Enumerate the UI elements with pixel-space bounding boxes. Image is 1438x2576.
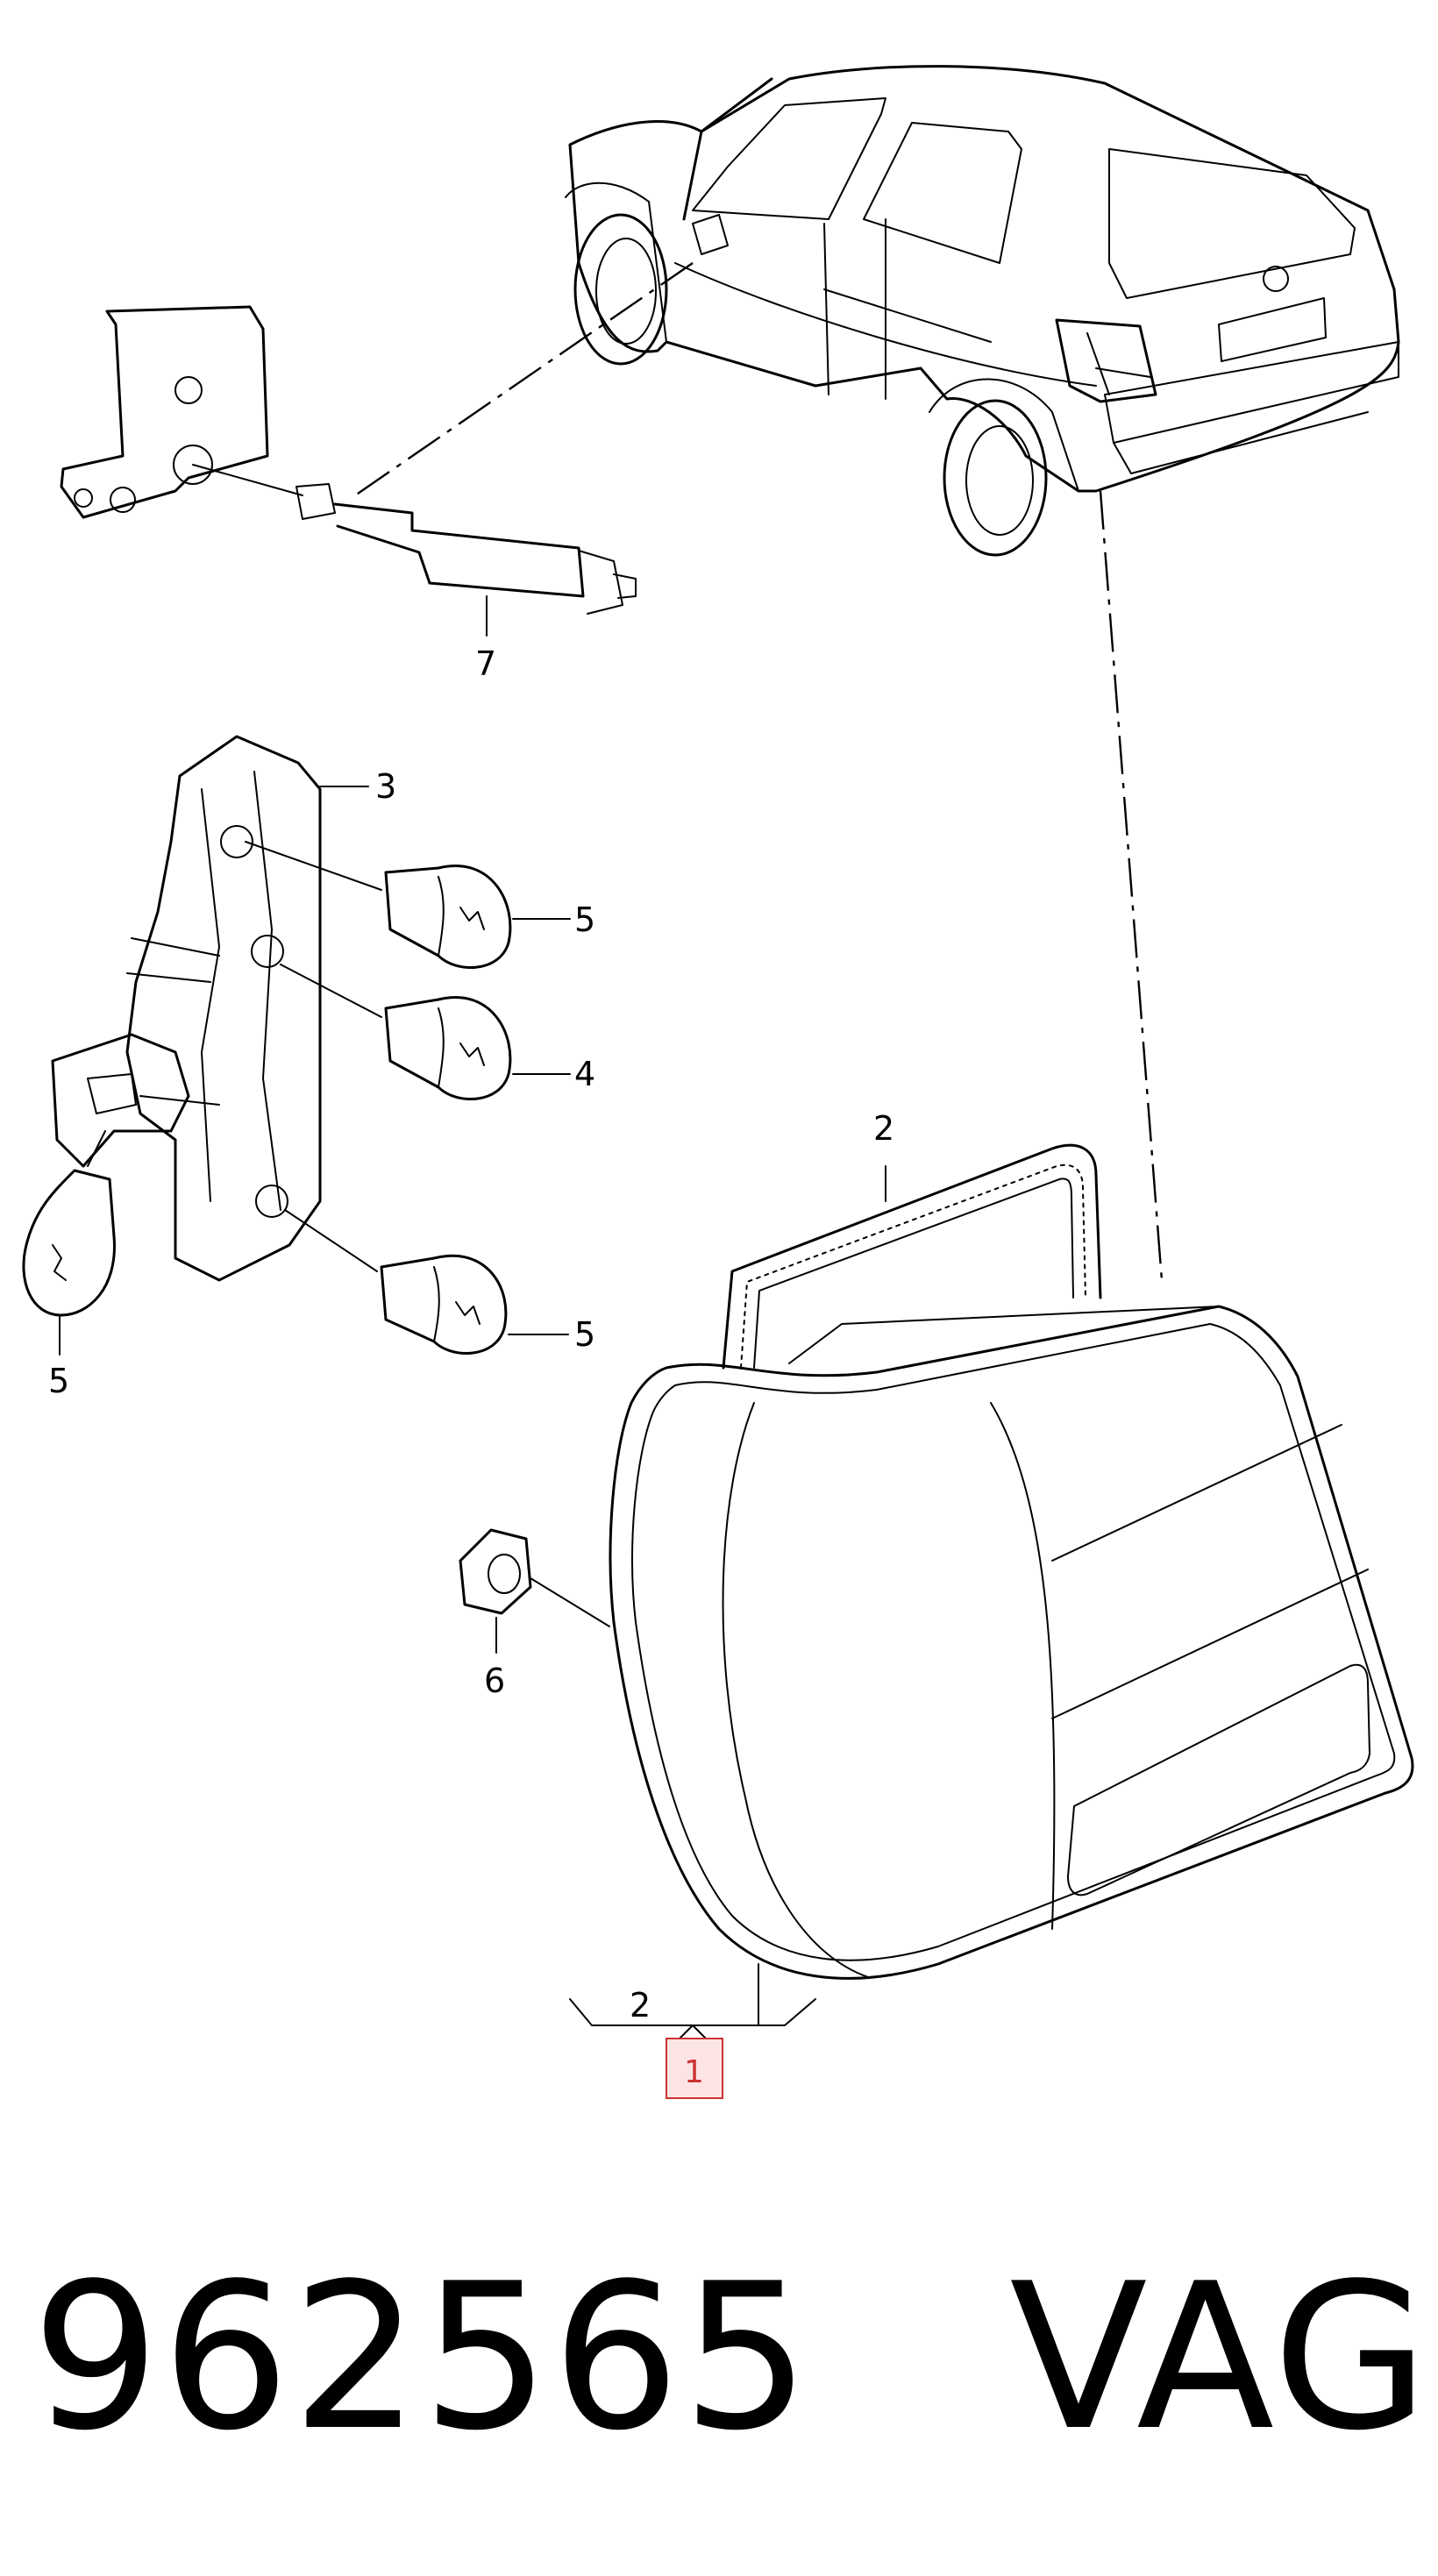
car-illustration [565,65,1400,557]
leader-lines [354,262,1164,1281]
label-bulb-bottom-left: 5 [48,1362,69,1400]
cable-connector [60,305,637,637]
assembly-bracket [569,1998,816,2039]
label-cable: 7 [475,644,496,683]
label-assembly-sub: 2 [630,1986,651,2025]
assembly-highlight-box [666,2038,723,2099]
nut [459,1528,610,1654]
label-seal: 2 [873,1109,894,1148]
label-assembly: 1 [684,2054,704,2090]
bulb-top [245,841,571,969]
seal-gasket [722,1143,1102,1370]
bulb-bottom-right [284,1209,569,1355]
part-number: 962565 [32,2241,812,2475]
label-bulb-top: 5 [574,900,595,939]
label-nut: 6 [484,1662,505,1700]
label-bulb-holder: 3 [375,767,396,806]
footer-part-info: 962565 VAG [32,2253,1428,2464]
label-bulb-middle: 4 [574,1055,595,1093]
tail-light-exploded-diagram: 7 3 5 4 5 [22,65,1414,2099]
bulb-middle [280,964,571,1100]
tail-light-assembly [609,1305,1414,2026]
bulb-holder [51,735,369,1282]
bulb-bottom-left [22,1130,116,1356]
brand-name: VAG [1009,2241,1431,2475]
label-bulb-bottom-right: 5 [574,1315,595,1354]
